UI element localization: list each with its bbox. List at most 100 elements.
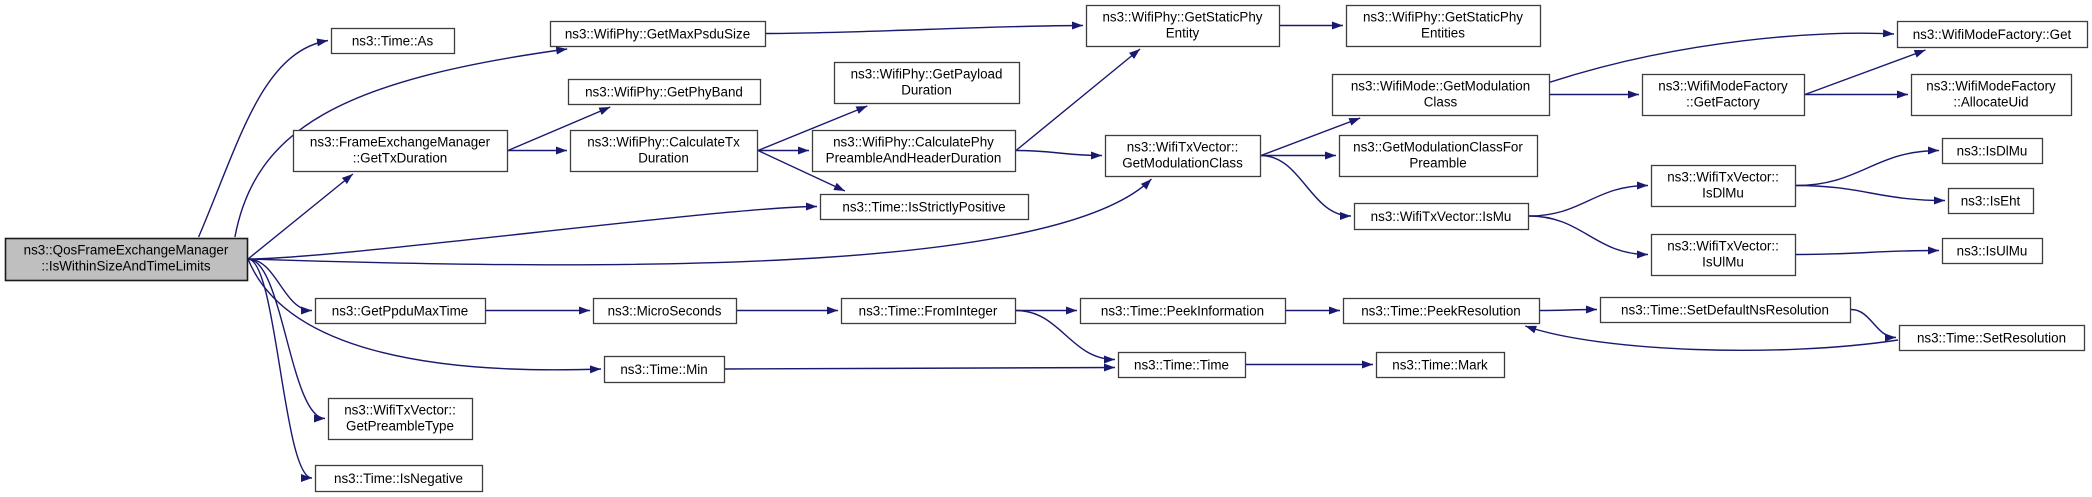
node-wtv-get-mod-class[interactable]: ns3::WifiTxVector::GetModulationClass — [1104, 134, 1262, 178]
node-get-max-psdu[interactable]: ns3::WifiPhy::GetMaxPsduSize — [549, 20, 767, 48]
node-box — [819, 193, 1030, 221]
node-label: ns3::Time::FromInteger — [859, 303, 998, 318]
node-label: Entities — [1421, 26, 1465, 41]
node-box — [1910, 73, 2073, 117]
node-box — [1345, 4, 1542, 48]
node-factory-get[interactable]: ns3::WifiModeFactory::Get — [1896, 20, 2089, 49]
node-box — [1641, 73, 1806, 117]
node-box — [1085, 4, 1281, 48]
node-label: ns3::Time::IsStrictlyPositive — [842, 199, 1005, 214]
edge-calc_phy_preamble-wtv_get_mod_class — [1015, 149, 1103, 160]
node-box — [1650, 164, 1797, 208]
edge-wtv_is_mu-wtv_is_ul_mu — [1528, 215, 1649, 259]
node-box — [292, 129, 509, 173]
node-peek-information[interactable]: ns3::Time::PeekInformation — [1079, 297, 1287, 325]
node-get-ppdu-max-time[interactable]: ns3::GetPpduMaxTime — [314, 297, 487, 325]
node-box — [592, 297, 738, 325]
node-is-strictly-positive[interactable]: ns3::Time::IsStrictlyPositive — [819, 193, 1030, 221]
node-label: ns3::WifiModeFactory::Get — [1913, 27, 2072, 42]
node-box — [1650, 233, 1797, 277]
node-label: ns3::WifiModeFactory — [1926, 79, 2056, 94]
node-label: ns3::Time::As — [352, 33, 434, 48]
node-time-time[interactable]: ns3::Time::Time — [1117, 351, 1247, 379]
edge-main-time_min — [247, 258, 602, 374]
node-peek-resolution[interactable]: ns3::Time::PeekResolution — [1342, 297, 1541, 325]
node-label: ns3::GetPpduMaxTime — [332, 303, 468, 318]
node-box — [1941, 237, 2044, 265]
node-box — [840, 297, 1017, 325]
edge-time_min-time_time — [724, 363, 1116, 372]
node-is-ul-mu[interactable]: ns3::IsUlMu — [1941, 237, 2044, 265]
node-wtv-is-mu[interactable]: ns3::WifiTxVector::IsMu — [1353, 202, 1530, 231]
node-box — [1104, 134, 1262, 178]
node-label: ::IsWithinSizeAndTimeLimits — [41, 259, 210, 274]
node-label: ns3::IsUlMu — [1957, 243, 2028, 258]
node-time-min[interactable]: ns3::Time::Min — [603, 355, 726, 384]
node-calc-phy-preamble[interactable]: ns3::WifiPhy::CalculatePhyPreambleAndHea… — [811, 129, 1017, 173]
edge-wifimode_get_mod_class-factory_get — [1549, 29, 1895, 83]
edge-main-wtv_get_mod_class — [247, 178, 1152, 266]
node-box — [314, 464, 484, 493]
node-label: Preamble — [1409, 156, 1466, 171]
node-box — [314, 297, 487, 325]
node-from-integer[interactable]: ns3::Time::FromInteger — [840, 297, 1017, 325]
node-is-eht[interactable]: ns3::IsEht — [1947, 187, 2035, 215]
node-box — [1941, 137, 2044, 165]
edge-main-time_as — [197, 38, 329, 238]
node-label: ::AllocateUid — [1953, 95, 2028, 110]
edge-set_default_ns_resolution-set_resolution — [1850, 308, 1897, 342]
node-microseconds[interactable]: ns3::MicroSeconds — [592, 297, 738, 325]
node-label: ns3::WifiPhy::GetStaticPhy — [1102, 10, 1262, 25]
node-label: ns3::WifiTxVector:: — [1667, 170, 1779, 185]
edge-calc_tx_duration-get_payload_duration — [757, 105, 868, 152]
node-label: ns3::IsEht — [1961, 193, 2021, 208]
edge-wtv_is_ul_mu-is_ul_mu — [1795, 246, 1940, 256]
node-set-resolution[interactable]: ns3::Time::SetResolution — [1898, 324, 2086, 352]
node-label: ns3::WifiTxVector:: — [1667, 239, 1779, 254]
node-label: GetPreambleType — [346, 419, 454, 434]
node-box — [1117, 351, 1247, 379]
node-wifimode-get-mod-class[interactable]: ns3::WifiMode::GetModulationClass — [1331, 73, 1551, 117]
node-factory-get-factory[interactable]: ns3::WifiModeFactory::GetFactory — [1641, 73, 1806, 117]
node-label: Class — [1424, 95, 1458, 110]
node-label: ns3::Time::SetDefaultNsResolution — [1621, 302, 1829, 317]
node-time-mark[interactable]: ns3::Time::Mark — [1375, 351, 1506, 379]
edge-main-is_negative — [247, 258, 313, 482]
node-box — [1079, 297, 1287, 325]
node-get-tx-duration[interactable]: ns3::FrameExchangeManager::GetTxDuration — [292, 129, 509, 173]
node-wtv-is-ul-mu[interactable]: ns3::WifiTxVector::IsUlMu — [1650, 233, 1797, 277]
node-label: ns3::Time::IsNegative — [334, 471, 463, 486]
node-is-dl-mu[interactable]: ns3::IsDlMu — [1941, 137, 2044, 165]
node-label: ns3::WifiTxVector::IsMu — [1371, 209, 1512, 224]
edge-wtv_is_mu-wtv_is_dl_mu — [1528, 181, 1649, 217]
node-label: ns3::WifiMode::GetModulation — [1351, 79, 1530, 94]
node-wtv-get-preamble-type[interactable]: ns3::WifiTxVector::GetPreambleType — [327, 397, 474, 441]
node-box — [1331, 73, 1551, 117]
edge-peek_resolution-set_default_ns_resolution — [1539, 305, 1598, 314]
node-label: GetModulationClass — [1122, 156, 1243, 171]
node-label: Entity — [1166, 26, 1200, 41]
node-main[interactable]: ns3::QosFrameExchangeManager::IsWithinSi… — [4, 237, 249, 282]
node-wtv-is-dl-mu[interactable]: ns3::WifiTxVector::IsDlMu — [1650, 164, 1797, 208]
node-box — [1947, 187, 2035, 215]
node-set-default-ns-resolution[interactable]: ns3::Time::SetDefaultNsResolution — [1599, 296, 1852, 324]
node-time-as[interactable]: ns3::Time::As — [330, 27, 456, 55]
node-box — [833, 61, 1021, 105]
node-label: IsDlMu — [1702, 186, 1744, 201]
edge-calc_phy_preamble-get_static_phy_entity — [1015, 48, 1141, 152]
node-box — [1338, 134, 1539, 178]
node-layer: ns3::QosFrameExchangeManager::IsWithinSi… — [4, 4, 2089, 493]
node-get-phy-band[interactable]: ns3::WifiPhy::GetPhyBand — [567, 78, 762, 106]
node-factory-allocate-uid[interactable]: ns3::WifiModeFactory::AllocateUid — [1910, 73, 2073, 117]
node-is-negative[interactable]: ns3::Time::IsNegative — [314, 464, 484, 493]
node-label: ns3::WifiPhy::GetStaticPhy — [1363, 10, 1523, 25]
edge-calc_tx_duration-is_strictly_positive — [757, 149, 846, 192]
node-box — [811, 129, 1017, 173]
edge-wtv_get_mod_class-wifimode_get_mod_class — [1260, 117, 1361, 157]
